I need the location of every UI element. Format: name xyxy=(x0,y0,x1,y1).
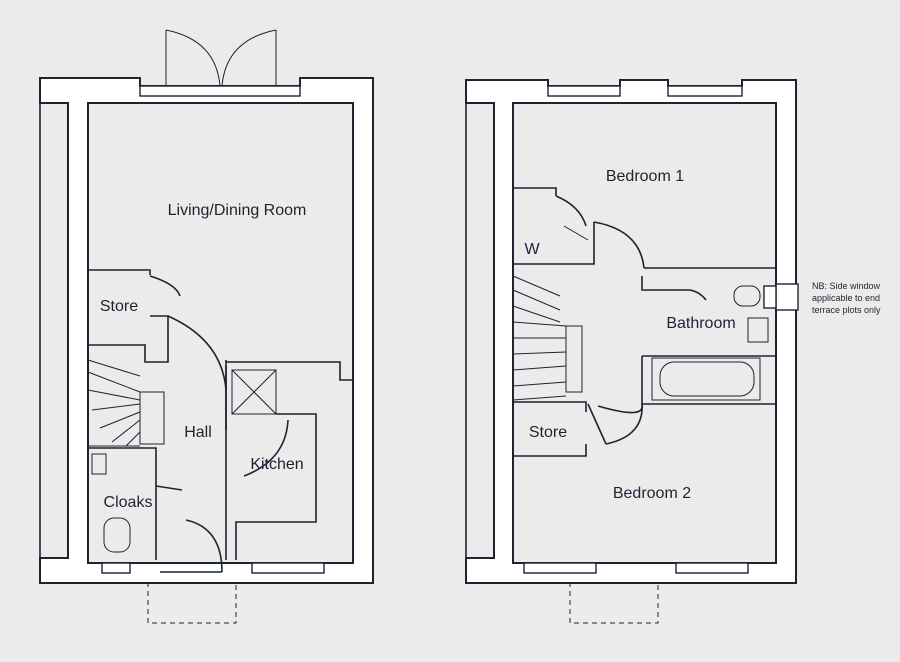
living-dining-room-label: Living/Dining Room xyxy=(168,202,307,219)
porch-canopy xyxy=(147,582,237,624)
first-floor-plan xyxy=(465,79,799,624)
bedroom-2-label: Bedroom 2 xyxy=(613,485,691,502)
ground-floor-walls xyxy=(39,77,374,584)
note-line: terrace plots only xyxy=(812,305,881,315)
window xyxy=(101,562,131,574)
stairs-upper xyxy=(512,275,583,401)
wardrobe-label: W xyxy=(524,241,540,258)
kitchen-label: Kitchen xyxy=(250,456,303,473)
bathroom-label: Bathroom xyxy=(666,315,735,332)
window xyxy=(675,562,749,574)
note-line: NB: Side window xyxy=(812,281,881,291)
bath xyxy=(651,357,761,401)
store-label: Store xyxy=(529,424,567,441)
canopy xyxy=(569,582,659,624)
ground-floor-plan xyxy=(39,29,374,624)
window xyxy=(251,562,325,574)
first-floor-walls xyxy=(465,79,797,584)
note-line: applicable to end xyxy=(812,293,880,303)
store-label: Store xyxy=(100,298,138,315)
french-doors xyxy=(139,29,301,97)
cloaks-wc xyxy=(103,517,131,553)
window xyxy=(667,85,743,97)
stairs xyxy=(87,359,165,447)
hall-label: Hall xyxy=(184,424,212,441)
cloaks-label: Cloaks xyxy=(104,494,153,511)
window xyxy=(523,562,597,574)
window xyxy=(547,85,621,97)
basin xyxy=(747,317,769,343)
side-window xyxy=(775,283,799,311)
bath-inner xyxy=(659,361,755,397)
side-window-frame xyxy=(763,285,777,309)
bedroom-1-label: Bedroom 1 xyxy=(606,168,684,185)
side-window-note: NB: Side window applicable to end terrac… xyxy=(812,281,881,315)
cloaks-basin xyxy=(91,453,107,475)
bathroom-wc xyxy=(733,285,761,307)
kitchen-unit xyxy=(231,369,277,415)
